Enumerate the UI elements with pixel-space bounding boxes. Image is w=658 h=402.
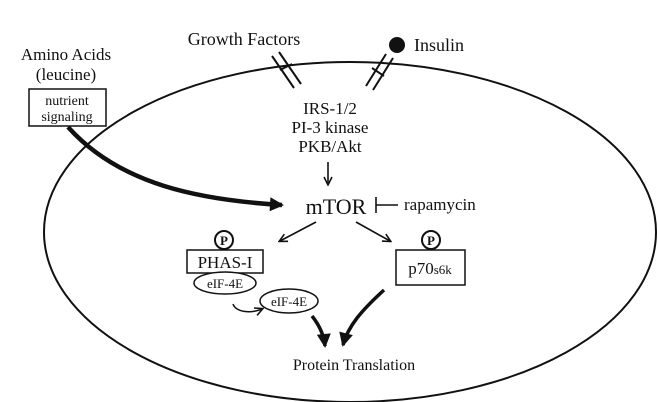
mtor-to-p70-arrow xyxy=(355,221,390,241)
receptor-icon xyxy=(271,51,302,89)
cell-membrane xyxy=(43,61,657,402)
eif-free-node xyxy=(259,288,319,314)
p70-box xyxy=(395,249,466,286)
phosphate-icon xyxy=(421,230,441,250)
nutrient-label: nutrient xyxy=(45,94,89,109)
pi3k-label: PI-3 kinase xyxy=(292,118,369,137)
amino-acids-label: Amino Acids xyxy=(21,45,111,64)
pkb-label: PKB/Akt xyxy=(298,137,362,156)
nutrient-signaling-box xyxy=(28,88,107,127)
eif-free-label: eIF-4E xyxy=(271,294,307,309)
nutrient-to-mtor-arrow xyxy=(66,125,284,212)
p70-to-translation-arrow xyxy=(339,288,386,347)
p70-label: p70s6k xyxy=(408,259,452,278)
insulin-label: Insulin xyxy=(414,35,464,55)
insulin-molecule-icon xyxy=(389,37,405,53)
protein-translation-label: Protein Translation xyxy=(293,357,415,374)
inhibition-bar-icon xyxy=(375,197,398,213)
phosphate-icon xyxy=(214,230,234,250)
growth-factors-label: Growth Factors xyxy=(188,29,300,49)
p70-sub-label: s6k xyxy=(434,262,453,277)
p70-main-label: p70 xyxy=(408,259,434,278)
mtor-label: mTOR xyxy=(306,194,367,219)
eif-bound-label: eIF-4E xyxy=(207,276,243,291)
signaling-label: signaling xyxy=(41,110,92,125)
phosphate-label: P xyxy=(220,233,228,248)
phas-label: PHAS-I xyxy=(198,253,253,272)
receptor-icon xyxy=(365,53,394,91)
leucine-label: (leucine) xyxy=(36,65,96,84)
eif-release-arrow xyxy=(232,303,262,312)
irs-label: IRS-1/2 xyxy=(303,99,357,118)
mtor-to-phas-arrow xyxy=(280,221,317,241)
rapamycin-label: rapamycin xyxy=(404,195,476,214)
eif-bound-node xyxy=(193,271,257,295)
phosphate-label: P xyxy=(427,233,435,248)
eif-to-translation-arrow xyxy=(310,314,331,348)
